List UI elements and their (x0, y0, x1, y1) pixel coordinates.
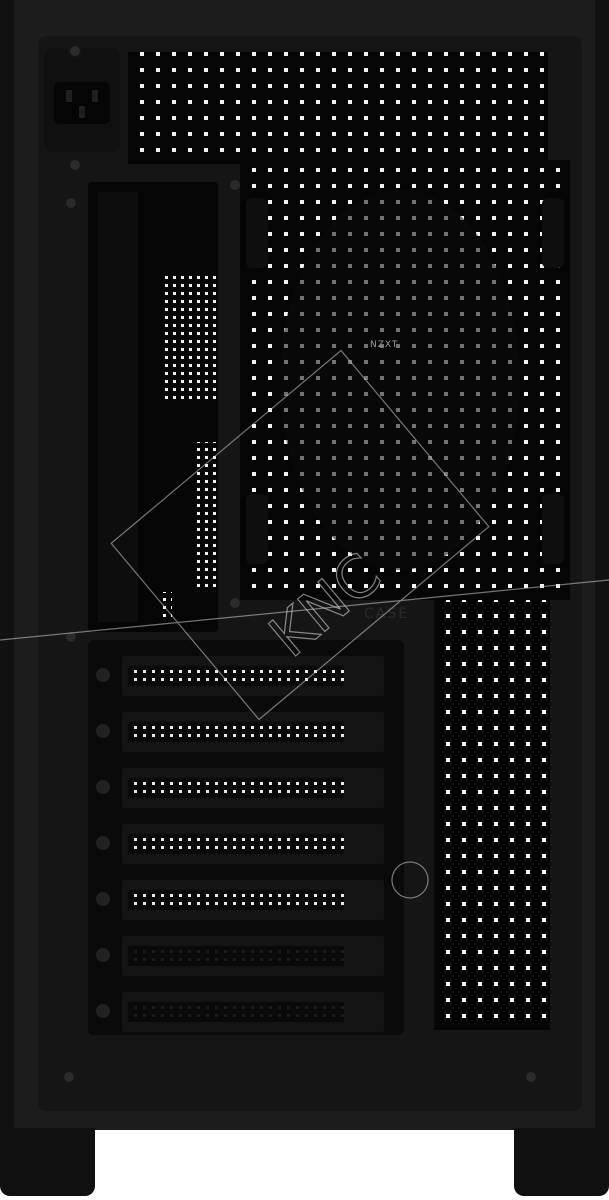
screw-icon (62, 1070, 76, 1084)
fan-brand-label: NZXT (370, 340, 399, 350)
screw-icon (68, 44, 82, 58)
pcie-slot-cover[interactable] (96, 936, 384, 976)
case-foot-right (514, 1128, 609, 1196)
right-vent-grid (434, 600, 550, 1030)
pcie-slot-cover[interactable] (96, 712, 384, 752)
screw-icon (68, 158, 82, 172)
psu-inlet-housing (44, 48, 120, 152)
vertical-gpu-bracket (88, 182, 218, 632)
expansion-slot-area (88, 640, 404, 1035)
screw-icon (96, 1004, 110, 1018)
screw-icon (524, 1070, 538, 1084)
screw-icon (96, 948, 110, 962)
fan-mount-slot (246, 494, 268, 564)
pc-case-rear: NZXT CASE (0, 0, 609, 1130)
case-side-bevel-left (0, 0, 14, 1130)
fan-mount-slot (542, 494, 564, 564)
screw-icon (96, 836, 110, 850)
case-side-bevel-right (595, 0, 609, 1130)
pcie-slot-cover[interactable] (96, 768, 384, 808)
pcie-slot-cover[interactable] (96, 992, 384, 1032)
rear-fan-icon (280, 190, 520, 570)
pcie-slot-cover[interactable] (96, 824, 384, 864)
screw-icon (96, 892, 110, 906)
screw-icon (96, 724, 110, 738)
screw-icon (228, 178, 242, 192)
fan-mount-slot (542, 198, 564, 268)
pcie-slot-cover[interactable] (96, 880, 384, 920)
pcie-slot-cover[interactable] (96, 656, 384, 696)
case-foot-left (0, 1128, 95, 1196)
case-brand-label: CASE (364, 606, 410, 622)
screw-icon (64, 196, 78, 210)
power-inlet-icon[interactable] (54, 82, 110, 124)
screw-icon (96, 668, 110, 682)
screw-icon (96, 780, 110, 794)
top-vent-grid (128, 52, 548, 164)
fan-mount-slot (246, 198, 268, 268)
screw-icon (64, 630, 78, 644)
